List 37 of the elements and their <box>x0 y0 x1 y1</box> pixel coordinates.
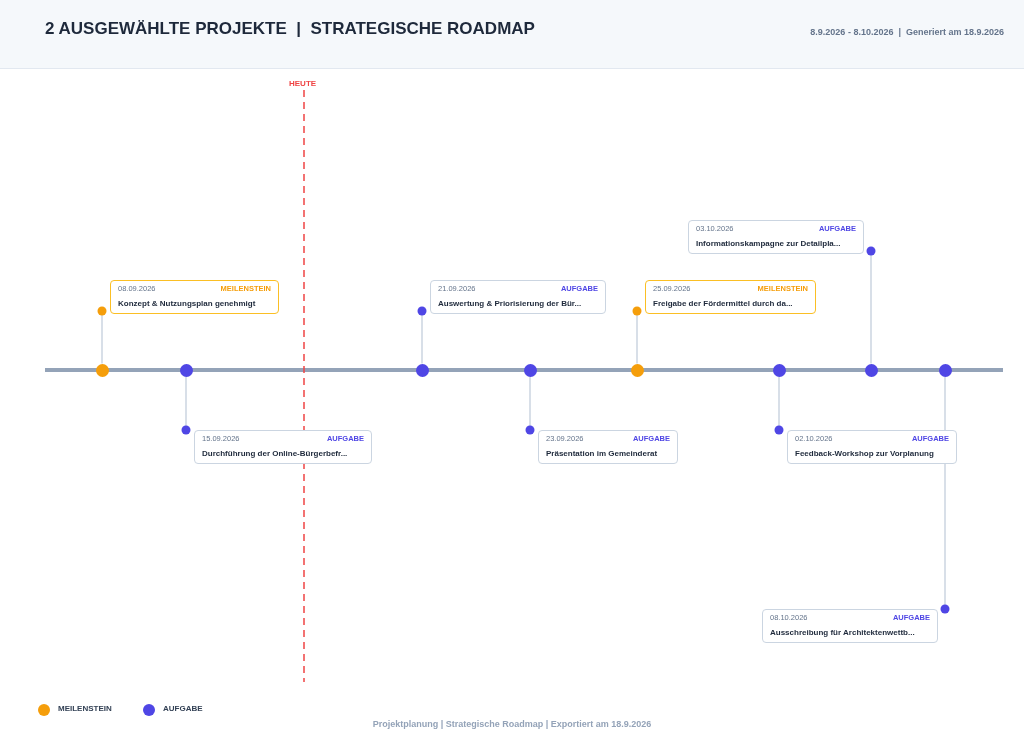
date-range-text: 8.9.2026 - 8.10.2026 | Generiert am 18.9.2026 <box>810 27 1004 37</box>
leader-line <box>181 375 191 435</box>
card-title: Präsentation im Gemeinderat <box>546 449 658 458</box>
task-marker <box>938 363 952 377</box>
task-card <box>762 609 938 643</box>
milestone-marker <box>95 363 109 377</box>
card-title: Feedback-Workshop zur Vorplanung <box>795 449 934 458</box>
card-title: Auswertung & Priorisierung der Bür... <box>438 299 582 308</box>
card-title: Ausschreibung für Architektenwettb... <box>770 628 915 637</box>
task-card <box>538 430 678 464</box>
task-marker <box>864 363 878 377</box>
leader-line <box>632 306 642 365</box>
milestone-marker <box>630 363 644 377</box>
task-card <box>194 430 372 464</box>
task-marker <box>523 363 537 377</box>
task-marker <box>415 363 429 377</box>
card-title: Konzept & Nutzungsplan genehmigt <box>118 299 256 308</box>
task-card <box>787 430 957 464</box>
legend-label: MEILENSTEIN <box>58 704 112 713</box>
task-card <box>688 220 864 254</box>
footer-text: Projektplanung | Strategische Roadmap | Exportiert am 18.9.2026 <box>372 719 652 729</box>
card-title: Durchführung der Online-Bürgerbefr... <box>202 449 348 458</box>
leader-line <box>97 306 107 365</box>
page-title: 2 AUSGEWÄHLTE PROJEKTE | STRATEGISCHE ROADMAP <box>45 19 535 39</box>
card-title: Informationskampagne zur Detailpla... <box>696 239 841 248</box>
leader-line <box>774 375 784 435</box>
milestone-card <box>110 280 279 314</box>
leader-line <box>525 375 535 435</box>
task-marker <box>179 363 193 377</box>
today-label: HEUTE <box>289 79 317 88</box>
task-card <box>430 280 606 314</box>
milestone-card <box>645 280 816 314</box>
leader-line <box>866 246 876 365</box>
leader-line <box>417 306 427 365</box>
card-title: Freigabe der Fördermittel durch da... <box>653 299 793 308</box>
legend-label: AUFGABE <box>163 704 203 713</box>
task-marker <box>772 363 786 377</box>
